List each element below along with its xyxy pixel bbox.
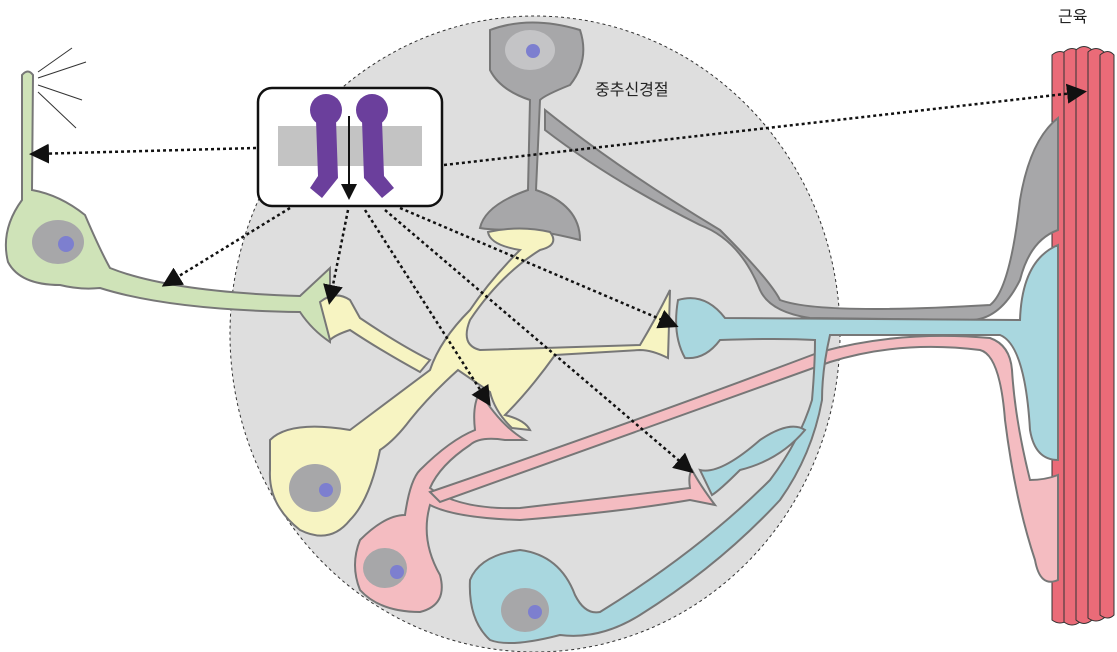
receptor-inset: [256, 86, 444, 208]
blue-neuron: [468, 243, 1059, 644]
stimulus-rays-icon: [37, 47, 87, 129]
receptor-channel-icon: [310, 94, 394, 198]
muscle-label: 근육: [1058, 7, 1087, 26]
grey-neuron: [478, 21, 1059, 322]
sensory-neuron: [4, 70, 331, 344]
pink-neuron: [354, 334, 1059, 614]
receptor-location-arrows: [29, 83, 1087, 474]
muscle: [1051, 46, 1115, 626]
interneuron: [268, 227, 671, 537]
ganglion-label: 중추신경절: [595, 80, 669, 99]
